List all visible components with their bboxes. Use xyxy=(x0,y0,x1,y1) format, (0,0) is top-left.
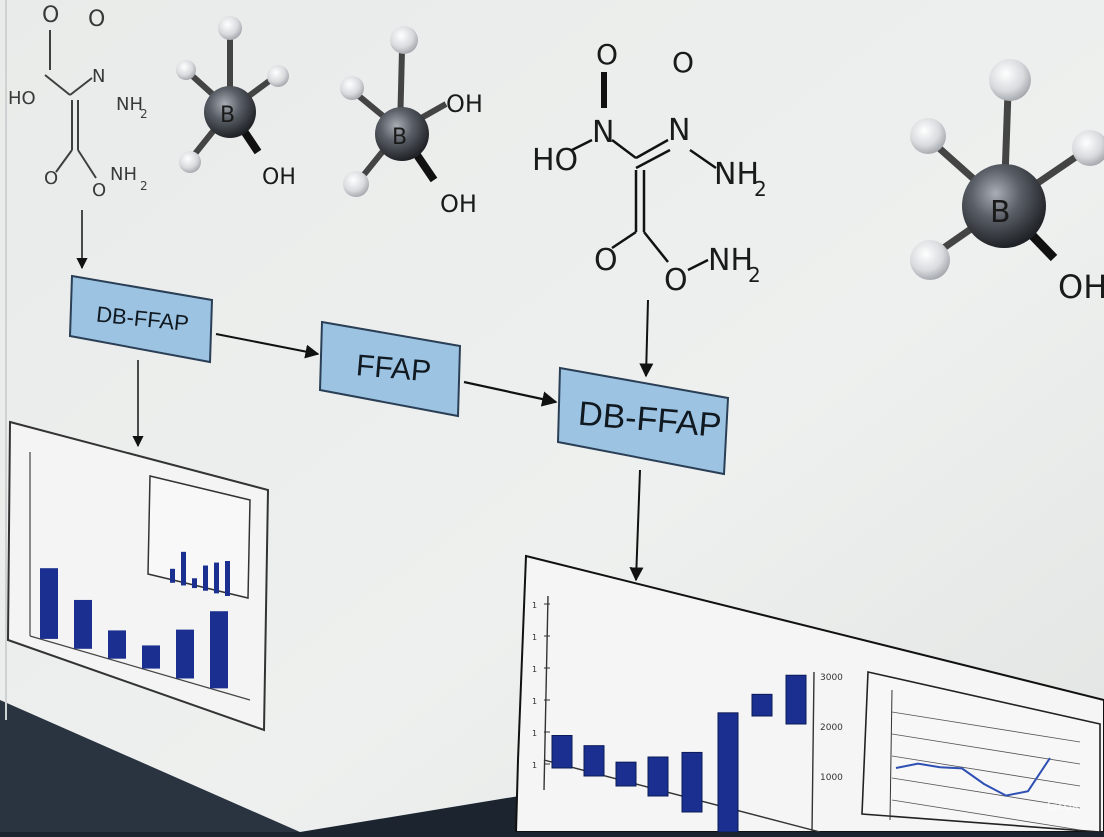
boron-molecule-1: B OH xyxy=(176,16,296,190)
nitro-structure-left: O O HO N NH 2 O O NH 2 xyxy=(8,3,148,201)
bar xyxy=(40,568,58,639)
amine-label: NH xyxy=(714,157,759,192)
box-db-ffap-left: DB-FFAP xyxy=(68,274,214,364)
bar xyxy=(181,551,186,586)
bar xyxy=(225,561,230,596)
bar xyxy=(647,756,669,797)
y-axis-ticks: 1 1 1 1 1 1 xyxy=(532,601,550,770)
hydroxyl-label: HO xyxy=(532,143,578,178)
oxygen-label: O xyxy=(42,3,59,28)
hydroxyl-label: OH xyxy=(262,165,296,190)
tick-label: 1 xyxy=(532,761,537,770)
bar xyxy=(203,565,208,591)
monitor-bezel xyxy=(0,700,300,832)
bar xyxy=(717,712,739,833)
bar xyxy=(192,578,197,589)
oxygen-label: O xyxy=(594,243,618,278)
tick-label: 1 xyxy=(532,601,537,610)
line-chart-grid xyxy=(889,689,1081,831)
hydroxyl-label: OH xyxy=(446,90,483,118)
bar xyxy=(583,745,605,777)
hydroxyl-label: OH xyxy=(1058,268,1104,306)
grid-line xyxy=(891,755,1081,787)
watermark: Grok xyxy=(1047,798,1080,814)
bar xyxy=(615,761,637,787)
bar xyxy=(170,568,175,583)
bar xyxy=(214,562,219,594)
grid-line xyxy=(891,711,1081,743)
bars-left xyxy=(40,568,228,689)
nitrogen-label: N xyxy=(92,66,105,87)
oxygen-label: O xyxy=(664,263,688,298)
subscript-label: 2 xyxy=(748,263,761,287)
box-db-ffap-right: DB-FFAP xyxy=(556,366,730,476)
tick-label: 1 xyxy=(532,633,537,642)
nitrogen-label: N xyxy=(592,115,614,150)
box-ffap: FFAP xyxy=(318,320,462,418)
bar xyxy=(176,629,194,679)
arrow-down xyxy=(639,299,654,378)
grid-line xyxy=(891,777,1081,809)
y-axis-ticks-secondary: 3000 2000 1000 xyxy=(820,673,843,783)
subscript-label: 2 xyxy=(140,107,148,121)
bar xyxy=(751,693,773,717)
boron-label: B xyxy=(990,195,1011,230)
bar xyxy=(142,645,160,669)
tick-label: 1 xyxy=(532,665,537,674)
bars-right xyxy=(551,674,807,833)
axis-line xyxy=(889,689,893,821)
oxygen-label: O xyxy=(596,38,618,71)
tick-label: 1 xyxy=(532,729,537,738)
bar xyxy=(210,611,228,689)
nitrogen-label: N xyxy=(668,113,690,148)
boron-molecule-2: B OH OH xyxy=(340,26,483,218)
tick-label: 3000 xyxy=(820,673,843,683)
bar xyxy=(108,630,126,659)
tick-label: 2000 xyxy=(820,723,843,733)
chart-panel-right: 1 1 1 1 1 1 3000 2000 1000 xyxy=(514,554,1104,833)
amine-label: NH xyxy=(708,243,753,278)
chart-panel-left xyxy=(6,420,270,732)
box-label: FFAP xyxy=(355,349,433,388)
oxygen-label: O xyxy=(88,7,105,32)
boron-label: B xyxy=(392,125,407,150)
grid-line xyxy=(891,799,1081,831)
amine-label: NH xyxy=(116,94,143,115)
hydroxyl-label: HO xyxy=(8,88,36,109)
inset-chart-panel xyxy=(147,475,251,599)
oxygen-label: O xyxy=(92,180,106,201)
bar xyxy=(681,751,703,813)
subscript-label: 2 xyxy=(140,179,148,193)
boron-molecule-3: B OH xyxy=(910,59,1104,306)
subscript-label: 2 xyxy=(754,177,767,201)
arrow-right xyxy=(463,380,558,407)
boron-label: B xyxy=(220,103,235,128)
amine-label: NH xyxy=(110,164,137,185)
bar xyxy=(74,599,92,649)
bars-inset xyxy=(170,551,230,596)
line-series xyxy=(895,757,1051,797)
hydroxyl-label: OH xyxy=(440,190,477,218)
arrow-right xyxy=(215,333,320,359)
tick-label: 1 xyxy=(532,697,537,706)
arrow-down xyxy=(629,469,644,582)
oxygen-label: O xyxy=(672,46,694,79)
bar xyxy=(551,735,573,769)
bar xyxy=(785,674,807,725)
tick-label: 1000 xyxy=(820,773,843,783)
nitro-structure-center: O O HO N N NH 2 O O NH 2 xyxy=(532,38,767,298)
oxygen-label: O xyxy=(44,168,58,189)
